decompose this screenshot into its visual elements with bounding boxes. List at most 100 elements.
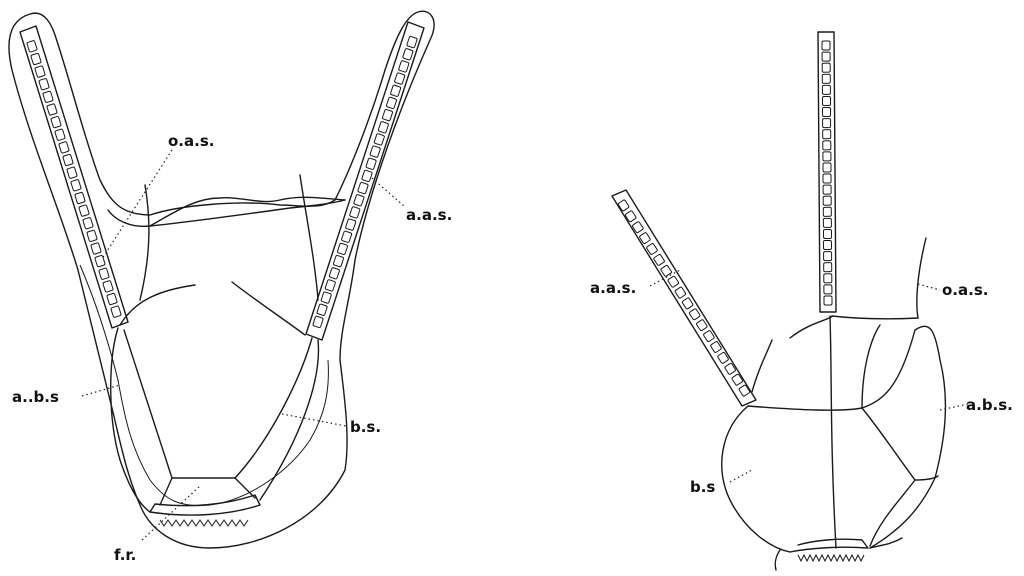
right-label-aas: a.a.s.	[590, 279, 636, 297]
fenestra-cell	[111, 306, 122, 318]
right-body-frame	[722, 326, 946, 552]
right-label-oas: o.a.s.	[942, 281, 988, 299]
fenestra-cell	[824, 252, 832, 261]
fenestra-cell	[83, 217, 94, 229]
fenestra-cell	[823, 240, 831, 249]
fenestra-cell	[362, 170, 373, 182]
right-larva-drawing	[612, 32, 945, 570]
fenestra-cell	[823, 163, 831, 172]
left-body-rod-outer-left	[111, 328, 150, 512]
fenestra-cell	[667, 276, 679, 288]
fenestra-cell	[31, 53, 42, 65]
fenestra-cell	[325, 279, 336, 291]
left-body-rod-right	[235, 338, 312, 478]
left-label-fr: f.r.	[114, 546, 136, 564]
fenestra-cell	[407, 36, 418, 48]
right-diagonal-rod-cells	[618, 199, 750, 396]
right-upper-arms	[790, 316, 918, 338]
fenestra-cell	[822, 107, 830, 116]
right-oral-arm-rod	[917, 238, 926, 318]
fenestra-cell	[824, 296, 832, 305]
fenestra-cell	[390, 85, 401, 97]
fenestra-cell	[822, 74, 830, 83]
fenestra-cell	[823, 130, 831, 139]
fenestra-cell	[79, 205, 90, 217]
fenestra-cell	[35, 66, 46, 78]
fenestra-cell	[321, 292, 332, 304]
right-center-rod	[830, 316, 836, 548]
fenestra-cell	[63, 154, 74, 166]
left-oral-hood	[150, 197, 345, 226]
right-labels: a.a.s. o.a.s. a.b.s. b.s	[590, 270, 1013, 496]
fenestra-cell	[91, 243, 102, 255]
left-oral-spike-left	[120, 285, 195, 325]
right-fr-teeth	[798, 555, 864, 561]
right-fenestrated-rod	[790, 539, 868, 552]
fenestra-cell	[378, 121, 389, 133]
fenestra-cell	[51, 116, 62, 128]
fenestra-cell	[67, 167, 78, 179]
fenestra-cell	[822, 63, 830, 72]
fenestra-cell	[358, 182, 369, 194]
fenestra-cell	[345, 219, 356, 231]
fenestra-cell	[370, 146, 381, 158]
fenestra-cell	[675, 287, 687, 299]
fenestra-cell	[823, 185, 831, 194]
left-body-outline	[9, 11, 434, 548]
fenestra-cell	[823, 196, 831, 205]
fenestra-cell	[618, 199, 630, 211]
fenestra-cell	[386, 97, 397, 109]
right-oral-spike	[862, 325, 880, 408]
fenestra-cell	[27, 40, 38, 52]
fenestra-cell	[382, 109, 393, 121]
left-oral-arm-rod-right	[300, 175, 318, 300]
left-fenestrated-rod	[150, 495, 260, 515]
fenestra-cell	[696, 319, 708, 331]
fenestra-cell	[824, 274, 832, 283]
left-label-bs: b.s.	[350, 418, 381, 436]
fenestra-cell	[75, 192, 86, 204]
fenestra-cell	[824, 263, 832, 272]
fenestra-cell	[653, 254, 665, 266]
fenestra-cell	[313, 316, 324, 328]
fenestra-cell	[366, 158, 377, 170]
left-label-aas: a.a.s.	[406, 206, 452, 224]
left-rod-left-cells	[27, 40, 122, 317]
fenestra-cell	[822, 85, 830, 94]
right-bottom-tail	[775, 538, 902, 570]
fenestra-cell	[398, 60, 409, 72]
left-body-rod-right-outer	[260, 340, 318, 500]
left-rod-right-cells	[313, 36, 418, 328]
left-label-oas: o.a.s.	[168, 132, 214, 150]
fenestra-cell	[39, 78, 50, 90]
fenestra-cell	[822, 96, 830, 105]
fenestra-cell	[333, 255, 344, 267]
left-larva-drawing	[9, 11, 434, 548]
fenestra-cell	[99, 268, 110, 280]
fenestra-cell	[822, 41, 830, 50]
fenestra-cell	[823, 207, 831, 216]
fenestra-cell	[71, 179, 82, 191]
left-body-rod-inner-left	[124, 330, 172, 478]
fenestra-cell	[337, 243, 348, 255]
fenestra-cell	[823, 141, 831, 150]
fenestra-cell	[349, 206, 360, 218]
fenestra-cell	[341, 231, 352, 243]
fenestra-cell	[107, 293, 118, 305]
right-label-bs: b.s	[690, 478, 715, 496]
fenestra-cell	[823, 229, 831, 238]
left-fr-teeth	[160, 520, 248, 526]
right-anterolateral-rod	[612, 190, 756, 406]
fenestra-cell	[824, 285, 832, 294]
fenestra-cell	[689, 308, 701, 320]
fenestra-cell	[354, 194, 365, 206]
fenestra-cell	[823, 152, 831, 161]
fenestra-cell	[55, 129, 66, 141]
fenestra-cell	[59, 141, 70, 153]
fenestra-cell	[47, 104, 58, 116]
fenestra-cell	[823, 119, 831, 128]
fenestra-cell	[703, 330, 715, 342]
fenestra-cell	[103, 280, 114, 292]
right-label-abs: a.b.s.	[966, 396, 1013, 414]
